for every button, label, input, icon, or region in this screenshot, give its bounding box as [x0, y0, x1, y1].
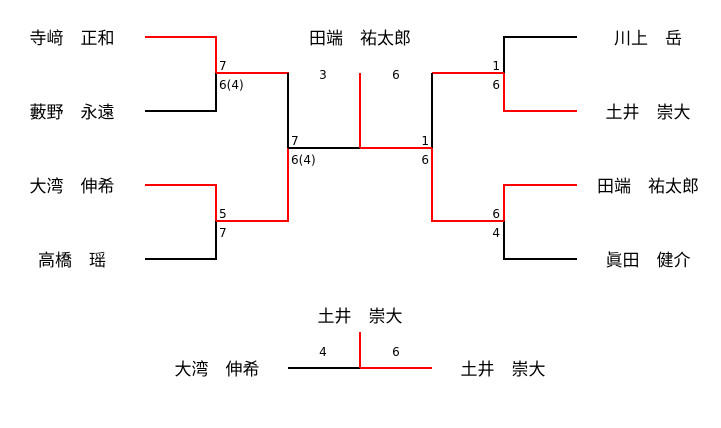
- bracket-line-right-p1: [503, 36, 577, 73]
- player-right-1: 川上 岳: [614, 29, 682, 49]
- score-right-m1-bottom: 6: [492, 78, 500, 92]
- final-score-left: 3: [319, 68, 327, 82]
- third-place-right-player: 土井 崇大: [461, 360, 546, 380]
- champion-name: 田端 祐太郎: [309, 29, 411, 49]
- bracket-line-left-p2: [145, 73, 217, 112]
- score-left-semi-top: 7: [291, 134, 299, 148]
- bracket-line-right-semi-bottom: [431, 148, 504, 222]
- player-right-4: 眞田 健介: [606, 251, 691, 271]
- score-left-m1-bottom: 6(4): [219, 78, 244, 92]
- third-place-score-right: 6: [392, 345, 400, 359]
- third-place-left-player: 大湾 伸希: [175, 360, 260, 380]
- third-place-winner: 土井 崇大: [318, 307, 403, 327]
- player-left-2: 藪野 永遠: [30, 103, 115, 123]
- bracket-line-right-p3: [503, 184, 577, 221]
- player-right-3: 田端 祐太郎: [597, 177, 699, 197]
- score-right-m2-bottom: 4: [492, 226, 500, 240]
- bracket-line-left-p1: [145, 36, 217, 73]
- score-left-m1-top: 7: [219, 59, 227, 73]
- score-left-m2-top: 5: [219, 207, 227, 221]
- bracket-line-left-semi-bottom: [216, 148, 289, 222]
- final-score-right: 6: [392, 68, 400, 82]
- bracket-line-right-p2: [503, 73, 577, 112]
- third-place-score-left: 4: [319, 345, 327, 359]
- score-right-semi-top: 1: [421, 134, 429, 148]
- player-left-1: 寺﨑 正和: [30, 29, 115, 49]
- score-right-m2-top: 6: [492, 207, 500, 221]
- player-right-2: 土井 崇大: [606, 103, 691, 123]
- score-left-semi-bottom: 6(4): [291, 153, 316, 167]
- player-left-4: 高橋 瑶: [38, 251, 106, 271]
- bracket-line-left-p4: [145, 221, 217, 260]
- bracket-line-left-p3: [145, 184, 217, 221]
- score-left-m2-bottom: 7: [219, 226, 227, 240]
- score-right-m1-top: 1: [492, 59, 500, 73]
- score-right-semi-bottom: 6: [421, 153, 429, 167]
- player-left-3: 大湾 伸希: [30, 177, 115, 197]
- bracket-line-right-p4: [503, 221, 577, 260]
